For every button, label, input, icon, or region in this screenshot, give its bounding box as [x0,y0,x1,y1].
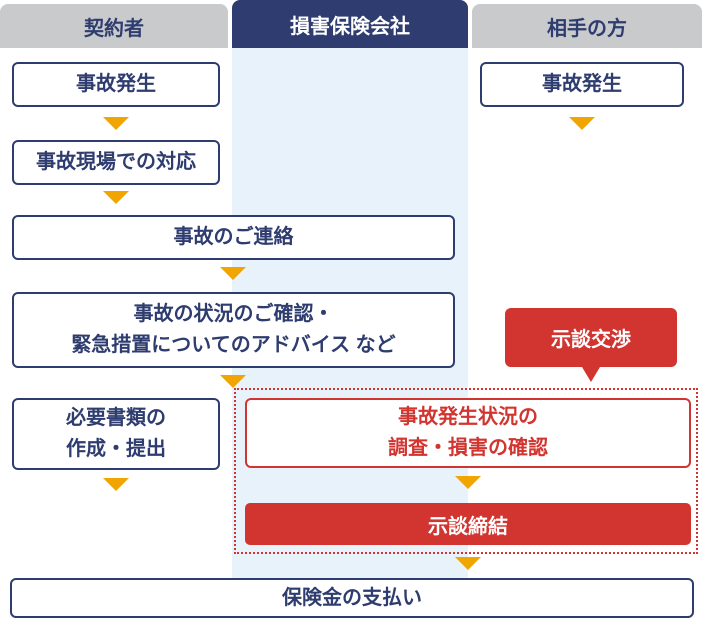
accident-report-box: 事故のご連絡 [12,215,455,260]
negotiation-bubble-label: 示談交渉 [551,329,631,351]
accident-report-label: 事故のご連絡 [173,226,294,248]
column-header-other-party: 相手の方 [472,4,702,48]
scene-response-box: 事故現場での対応 [12,140,220,185]
flow-arrow-down-icon [103,117,129,130]
accident-box-contractor-label: 事故発生 [76,73,156,95]
investigation-line2: 調査・損害の確認 [388,437,548,459]
flow-arrow-down-icon [569,117,595,130]
payment-label: 保険金の支払い [282,586,422,609]
payment-box: 保険金の支払い [10,578,694,618]
scene-response-label: 事故現場での対応 [36,151,196,173]
negotiation-bubble-tail-icon [582,367,600,382]
accident-box-other-party: 事故発生 [480,62,684,107]
situation-check-line2: 緊急措置についてのアドバイス など [71,334,396,356]
settlement-dotted-region [234,388,698,554]
column-header-contractor-label: 契約者 [84,17,144,40]
column-header-other-party-label: 相手の方 [547,17,627,40]
flow-arrow-down-icon [220,375,246,388]
flow-arrow-down-icon [103,191,129,204]
investigation-box: 事故発生状況の 調査・損害の確認 [245,398,691,468]
investigation-line1: 事故発生状況の [398,406,538,428]
column-header-insurer: 損害保険会社 [232,0,468,48]
flow-arrow-down-icon [455,476,481,489]
column-header-insurer-label: 損害保険会社 [290,15,410,38]
flow-arrow-down-icon [220,267,246,280]
column-header-contractor: 契約者 [0,4,228,48]
settlement-label: 示談締結 [428,515,508,538]
documents-line2: 作成・提出 [66,438,166,460]
flow-arrow-down-icon [455,557,481,570]
flow-arrow-down-icon [103,478,129,491]
situation-check-box: 事故の状況のご確認・ 緊急措置についてのアドバイス など [12,292,455,368]
accident-box-other-party-label: 事故発生 [542,73,622,95]
settlement-box: 示談締結 [245,503,691,545]
documents-line1: 必要書類の [66,407,166,429]
accident-box-contractor: 事故発生 [12,62,220,107]
negotiation-bubble: 示談交渉 [505,308,677,382]
situation-check-line1: 事故の状況のご確認・ [133,303,334,325]
documents-box: 必要書類の 作成・提出 [12,398,220,470]
